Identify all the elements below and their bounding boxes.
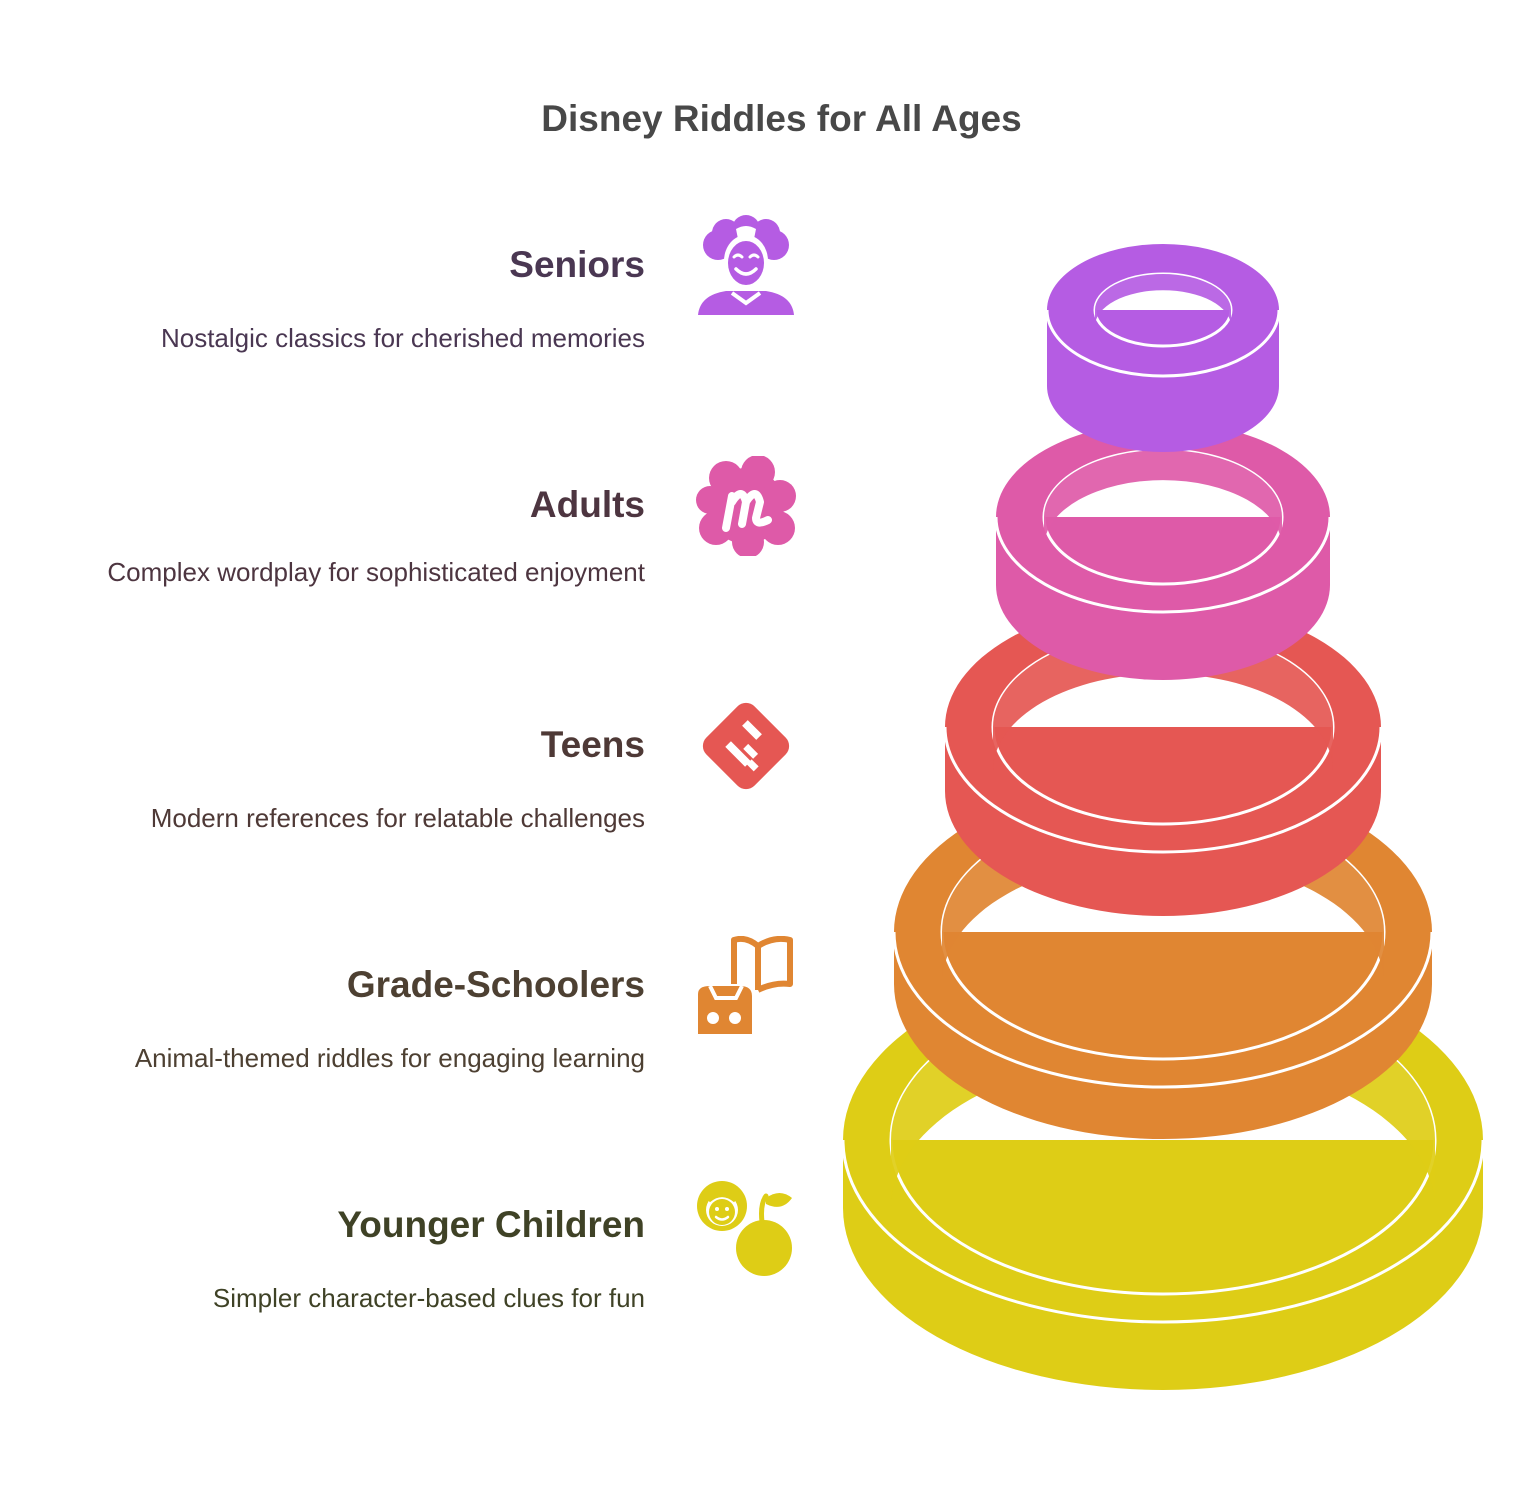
level-heading-seniors: Seniors <box>509 244 645 285</box>
level-description-adults: Complex wordplay for sophisticated enjoy… <box>107 557 645 587</box>
book-and-toy-icon <box>698 936 793 1034</box>
level-description-teens: Modern references for relatable challeng… <box>150 803 645 833</box>
level-heading-adults: Adults <box>529 484 645 525</box>
level-description-seniors: Nostalgic classics for cherished memorie… <box>160 323 645 353</box>
level-heading-grade-schoolers: Grade-Schoolers <box>346 964 645 1005</box>
elderly-person-icon <box>698 215 794 315</box>
level-heading-teens: Teens <box>540 724 645 765</box>
level-description-grade-schoolers: Animal-themed riddles for engaging learn… <box>134 1043 645 1073</box>
ring-adults <box>994 422 1332 680</box>
child-with-fruit-icon <box>697 1181 792 1276</box>
ring-seniors <box>1045 244 1281 452</box>
feedly-logo-icon <box>702 702 790 790</box>
meetup-logo-icon <box>696 456 796 556</box>
level-heading-younger-children: Younger Children <box>337 1204 645 1245</box>
page-title: Disney Riddles for All Ages <box>541 98 1022 139</box>
level-description-younger-children: Simpler character-based clues for fun <box>212 1283 645 1313</box>
